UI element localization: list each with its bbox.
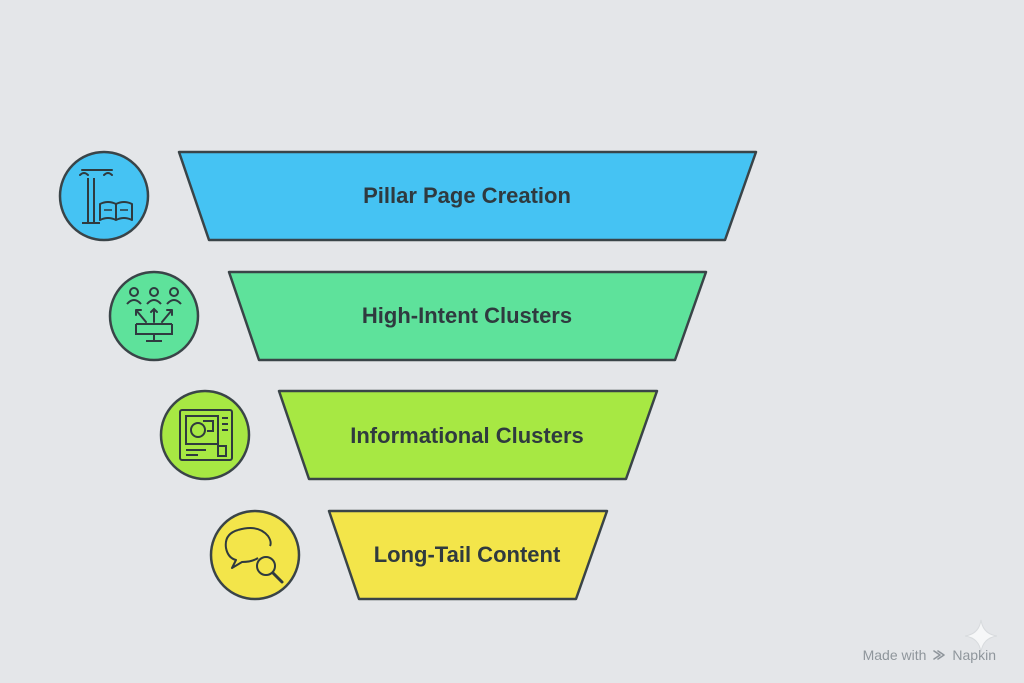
sparkle-icon	[964, 619, 998, 653]
tier-label-long-tail: Long-Tail Content	[373, 542, 561, 567]
chat-search-icon	[209, 509, 301, 601]
napkin-brand-text: Napkin	[952, 647, 996, 663]
tier-label-informational: Informational Clusters	[350, 423, 584, 448]
pillar-book-icon	[58, 150, 150, 242]
napkin-watermark[interactable]: Made with Napkin	[863, 647, 996, 663]
document-search-icon	[159, 389, 251, 481]
users-network-icon	[108, 270, 200, 362]
tier-band-long-tail	[327, 509, 609, 601]
tier-label-high-intent: High-Intent Clusters	[361, 303, 573, 328]
tier-band-high-intent	[227, 270, 708, 362]
napkin-logo-icon	[933, 650, 946, 660]
tier-label-pillar: Pillar Page Creation	[363, 183, 571, 208]
tier-band-pillar	[177, 150, 758, 242]
tier-band-informational	[277, 389, 659, 481]
made-with-text: Made with	[862, 647, 927, 663]
